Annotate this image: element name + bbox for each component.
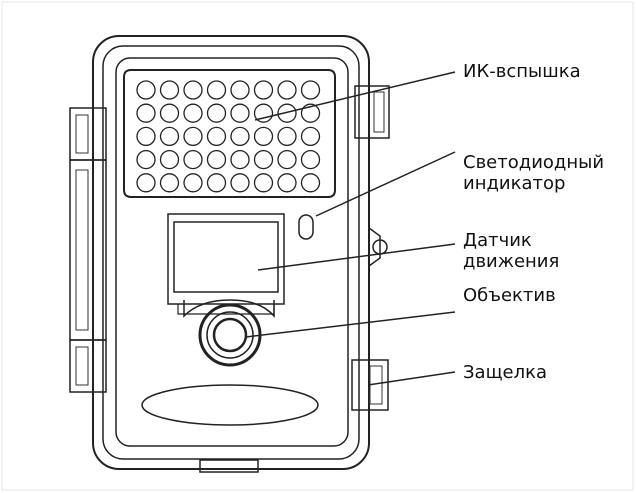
ir-led [159,149,180,170]
ir-led-grid [136,80,321,193]
ir-led [183,149,203,170]
ir-led [230,173,250,193]
ir-led [136,103,156,123]
ir-led [136,173,156,193]
leader-latch [367,371,456,386]
ir-led [253,149,274,170]
bottom-tab [199,459,259,473]
left-strap [69,107,107,393]
ir-led [183,173,203,193]
leader-ir-flash [254,71,456,121]
ir-led [277,173,297,193]
ir-led [277,149,297,170]
ir-led [277,103,297,123]
ir-flash-panel [123,69,336,198]
label-led-indicator-2: индикатор [463,173,565,194]
ir-led [206,80,227,100]
label-motion-sensor-2: движения [463,251,559,272]
ir-led [253,173,274,193]
ir-led [183,80,203,100]
ir-led [183,126,203,147]
ir-led [230,126,250,147]
motion-sensor [167,213,285,315]
ir-led [206,103,227,123]
ir-led [159,80,180,100]
ir-led [206,149,227,170]
ir-led [300,126,321,147]
ir-led [277,126,297,147]
ir-led [206,173,227,193]
ir-led [300,149,321,170]
ir-led [277,80,297,100]
ir-led [159,173,180,193]
led-indicator [298,214,314,240]
ir-led [253,80,274,100]
ir-led [136,126,156,147]
label-led-indicator-1: Светодиодный [463,152,604,173]
bottom-oval [141,384,319,426]
right-hinge [354,85,390,139]
ir-led [206,126,227,147]
ir-led [300,173,321,193]
camera-body [92,35,370,470]
ir-led [159,126,180,147]
ir-led [136,149,156,170]
ir-led [253,103,274,123]
ir-led [159,103,180,123]
leader-led [315,151,456,217]
ir-led [230,149,250,170]
lens [183,299,275,367]
leader-lens [245,311,456,338]
leader-motion [257,243,456,271]
ir-led [230,103,250,123]
label-ir-flash: ИК-вспышка [463,61,581,82]
label-latch: Защелка [463,362,547,383]
ir-led [183,103,203,123]
lock-hole [368,227,388,267]
leader-lines [245,71,456,386]
ir-led [253,126,274,147]
ir-led [300,103,321,123]
ir-led [300,80,321,100]
label-motion-sensor-1: Датчик [463,230,532,251]
ir-led [230,80,250,100]
label-lens: Объектив [463,285,556,306]
ir-led [136,80,156,100]
